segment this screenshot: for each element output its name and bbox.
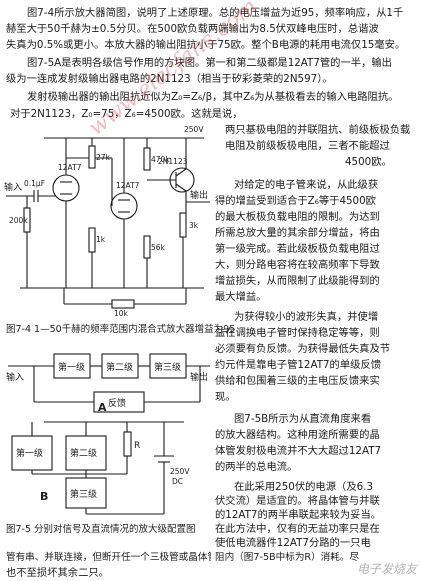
block-stage3-label: 第三级 [154, 361, 181, 373]
block-stage2-label: 第二级 [106, 361, 133, 373]
text-line: 的最大板极负载电阻的限制。为达到 [215, 211, 380, 223]
text-line: 使低电流器件12AT7分路的一只电 [215, 537, 371, 549]
text-line: 级为一连成发射级输出器电路的2N1123（相当于矽彩菱荣的2N597）。 [6, 73, 333, 85]
schematic-transistor-label: 2N1123 [158, 157, 188, 166]
text-line: 在此方法中，仅有的无益功率只是在 [215, 523, 380, 535]
schematic-output-label: 输出 [190, 189, 208, 201]
block-supply-label: DC [172, 477, 183, 486]
block-input-label: 输入 [6, 371, 24, 383]
text-line: 在此采用250伏的电源（及6.3 [234, 481, 373, 493]
text-line: 第一级完成。若此级板极负载电阻过 [215, 243, 380, 255]
text-line: 所需总放大量的其余部分增益，将由 [215, 227, 380, 239]
block-output-label: 输出 [190, 371, 208, 383]
text-line: 必须要有负反馈。为获得最低失真及节 [215, 343, 391, 355]
text-line: 益在调换电子管时保持稳定等等，则 [215, 327, 380, 339]
figure-caption: 图7-4 1—50千赫的频率范围内混合式放大器增益为95 [6, 324, 236, 335]
text-line: 的12AT7的两半串联起来较为妥当。 [215, 509, 382, 521]
schematic-input-label: 输入 [4, 181, 22, 193]
block-stage3-label: 第三级 [70, 488, 97, 500]
text-line: 的两半的总电流。 [215, 461, 298, 473]
schematic-label: 10k [114, 309, 129, 318]
block-resistor-label: R [134, 441, 140, 451]
text-line: 现。 [215, 391, 236, 403]
figure-part-letter: A [98, 401, 107, 414]
text-line: 约元件是靠电子管12AT7的单级反馈 [215, 359, 382, 371]
text-line: 管有串、并联连接，但断开任一个三极管或晶体管都不至损坏其余二只。其中任一个短路 [6, 552, 211, 563]
text-line: 为获得较小的波形失真，并使增 [234, 311, 379, 323]
block-stage1-label: 第一级 [58, 361, 85, 373]
text-line: 增益损失，从而限制了此级能得到的 [215, 275, 380, 287]
schematic-tube-label: 12AT7 [58, 163, 82, 172]
block-diagram-b: 第一级 第二级 第三级 R 250V DC B [11, 421, 190, 515]
amplifier-schematic: 输入 0.1μF 12AT7 12AT7 200k 27k 1k 470k 56… [4, 125, 210, 318]
text-line: 大，则分路电容将在较高频率下导致 [215, 259, 380, 271]
block-stage1-label: 第一级 [16, 447, 43, 459]
schematic-tube-label: 12AT7 [116, 181, 140, 190]
text-line: 图7-5A是表明各级信号作用的方块图。第一和第二级都是12AT7管的一半，输出 [27, 57, 392, 69]
text-line: 供给和包围着三级的主电压反馈来实 [215, 375, 380, 387]
text-line: 发射极输出器的输出阻抗近似为Z₀=Z₆/β，其中Z₆为从基极看去的输入电路阻抗。 [27, 91, 399, 103]
schematic-label: 1k [96, 235, 106, 244]
schematic-label: 470k [151, 155, 170, 164]
text-line: 图7-5B所示为从直流角度来看 [234, 413, 372, 425]
site-logo: 电子发烧友 [356, 561, 417, 576]
text-line: 4500欧。 [345, 156, 392, 168]
figure-caption: 图7-5 分别对信号及直流情况的放大级配置图 [6, 524, 196, 535]
figure-part-letter: B [40, 490, 48, 503]
schematic-label: 0.1μF [24, 179, 45, 188]
text-line: 对给定的电子管来说，从此级获 [234, 179, 379, 191]
schematic-label: 27k [96, 153, 111, 162]
text-line: 得的增益受到适合于Z₆等于4500欧 [215, 195, 376, 207]
schematic-label: 3k [189, 221, 199, 230]
block-stage2-label: 第二级 [70, 447, 97, 459]
text-line: 阻内（图7-5B中标为R）消耗。尽 [215, 552, 360, 563]
text-line: 电阻及前级板极电阻，三者不能超过 [225, 140, 390, 152]
text-line: 最大增益。 [215, 291, 267, 303]
schematic-label: 200k [9, 216, 28, 225]
block-diagram-a: 输入 第一级 第二级 第三级 输出 反馈 [6, 353, 210, 413]
block-feedback-label: 反馈 [108, 397, 126, 409]
text-line: 体管发射极电流并不大大超过12AT7 [215, 445, 382, 457]
text-line: 两只基极电阻的并联阻抗、前级板极负载 [225, 124, 411, 136]
block-supply-label: 250V [170, 467, 190, 476]
text-line: 图7-4所示放大器简图，说明了上述原理。总的电压增益为近95，频率响应，从1千 [27, 7, 404, 19]
schematic-label: 56k [151, 243, 166, 252]
schematic-supply-label: 250V [184, 125, 204, 134]
text-line: 也不至损坏其余二只。 [6, 567, 109, 579]
text-line: 赫至大于50千赫为±0.5分贝。在500欧负载两端输出为8.5伏双峰电压时，总谐… [6, 23, 379, 35]
text-line: 对于2N1123，Z₀=75，Z₆=4500欧。这就是说， [10, 108, 243, 120]
text-line: 失真为0.5%或更小。本放大器的输出阻抗小于75欧。整个B电源的耗用电流仅15毫… [6, 39, 406, 51]
text-line: 伏交流）是适宜的。将晶体管与并联 [215, 495, 380, 507]
text-line: 的放大器结构。这种用途所需要的晶 [215, 429, 380, 441]
